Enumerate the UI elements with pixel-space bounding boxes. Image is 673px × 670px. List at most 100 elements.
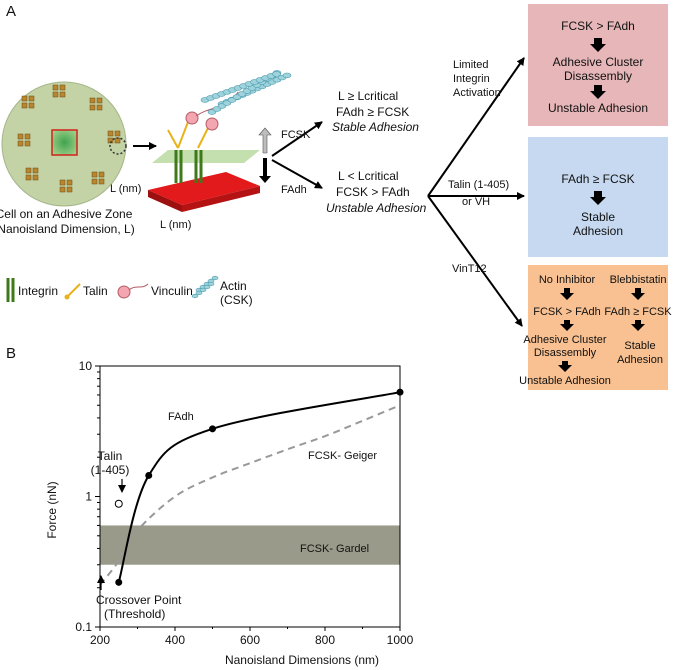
data-point-fadh [209, 425, 216, 433]
y-axis-label: Force (nN) [45, 481, 59, 538]
legend-actin: Actin [220, 279, 247, 293]
vinculin-icon [117, 283, 149, 299]
dim-label-vertical: L (nm) [110, 183, 141, 195]
box-blue-line2: Stable [581, 210, 615, 224]
nanoisland [24, 140, 31, 147]
adhesion-schematic [148, 70, 292, 212]
down-arrow-icon [560, 320, 574, 331]
arrow-to-unstable [271, 159, 323, 189]
nanoisland [59, 91, 66, 98]
data-point-fadh [145, 471, 153, 479]
stable-result: Stable Adhesion [332, 120, 419, 134]
actin-bead [282, 72, 292, 79]
unstable-line1: L < Lcritical [338, 169, 399, 183]
nanoislands [17, 84, 121, 193]
series-line-fadh [117, 391, 401, 583]
down-arrow-icon [631, 320, 645, 331]
crossover-label-1: Crossover Point [96, 593, 182, 607]
nanoisland [25, 167, 32, 174]
y-tick-label: 10 [79, 359, 93, 373]
panel-b-label: B [6, 345, 16, 362]
geiger-label: FCSK- Geiger [308, 450, 377, 462]
nanoisland [21, 102, 28, 109]
legend: Integrin Talin Vinculin Actin (CSK) [6, 275, 253, 307]
up-arrow-icon [258, 127, 272, 154]
branch-limited-2: Integrin [453, 73, 490, 85]
nanoisland [114, 130, 121, 137]
actin-bead [191, 293, 199, 299]
y-tick-label: 1 [85, 490, 92, 504]
nanoisland [98, 171, 105, 178]
arrow-to-orange-box [427, 195, 523, 327]
panel-a-label: A [6, 3, 16, 20]
nanoisland [32, 174, 39, 181]
nanoisland [66, 179, 73, 186]
green-membrane [152, 150, 260, 163]
down-arrow-icon [590, 85, 606, 99]
x-tick-label: 800 [315, 633, 335, 647]
nanoisland [96, 104, 103, 111]
branch-limited-1: Limited [453, 59, 488, 71]
nanoisland [91, 178, 98, 185]
force-chart: 200 400 600 800 1000 0.1 1 10 [75, 359, 413, 647]
box-orange-left-c: Disassembly [534, 347, 597, 359]
box-red-line1: FCSK > FAdh [561, 19, 635, 33]
force-csk-label: FCSK [281, 129, 311, 141]
x-tick-label: 400 [165, 633, 185, 647]
central-adhesive-zone [51, 129, 78, 156]
zoom-circle [109, 137, 127, 155]
x-axis-label: Nanoisland Dimensions (nm) [225, 653, 379, 667]
box-orange-right-h: Blebbistatin [610, 274, 667, 286]
down-arrow-icon [259, 158, 271, 183]
actin-filaments [200, 70, 292, 115]
gardel-label: FCSK- Gardel [300, 543, 369, 555]
nanoisland [32, 167, 39, 174]
actin-bead [199, 287, 207, 293]
legend-integrin: Integrin [18, 284, 58, 298]
nanoisland [52, 91, 59, 98]
box-inhibitor [528, 265, 668, 390]
x-tick-label: 600 [240, 633, 260, 647]
nanoisland [25, 174, 32, 181]
nanoisland [91, 171, 98, 178]
x-tick-label: 200 [90, 633, 110, 647]
down-arrow-icon [590, 38, 606, 52]
red-substrate-front [182, 186, 260, 212]
nanoisland [21, 95, 28, 102]
nanoisland [24, 133, 31, 140]
cell-diagram [1, 81, 127, 207]
nanoisland [66, 186, 73, 193]
y-tick-label: 0.1 [75, 620, 92, 634]
integrin-icon [6, 278, 15, 302]
actin-bead [195, 290, 203, 296]
red-substrate-top [148, 172, 260, 205]
cell-caption-2: (Nanoisland Dimension, L) [0, 222, 135, 236]
box-orange-right-a: FAdh ≥ FCSK [604, 306, 672, 318]
down-arrow-icon [560, 288, 574, 300]
box-unstable [528, 4, 668, 126]
actin-icon [191, 275, 219, 299]
nanoisland [89, 104, 96, 111]
nanoisland [17, 140, 24, 147]
talin-label-2: (1-405) [91, 463, 130, 477]
actin-bead [272, 71, 281, 77]
cell-caption-1: Cell on an Adhesive Zone [0, 207, 133, 221]
legend-vinculin: Vinculin [151, 284, 193, 298]
nanoisland [107, 137, 114, 144]
box-orange-left-h: No Inhibitor [539, 274, 596, 286]
branch-vint: VinT12 [452, 263, 487, 275]
data-point-fadh [115, 578, 123, 586]
fadh-curve-label: FAdh [168, 411, 194, 423]
talin-icon [64, 283, 81, 300]
branch-talin-2: or VH [462, 196, 490, 208]
stable-line1: L ≥ Lcritical [338, 89, 398, 103]
nanoisland [17, 133, 24, 140]
branch-talin-1: Talin (1-405) [448, 179, 509, 191]
x-tick-label: 1000 [387, 633, 414, 647]
nanoisland [28, 95, 35, 102]
nanoisland [28, 102, 35, 109]
arrow-to-stable [271, 121, 323, 157]
box-blue-line3: Adhesion [573, 224, 623, 238]
legend-talin: Talin [83, 284, 108, 298]
